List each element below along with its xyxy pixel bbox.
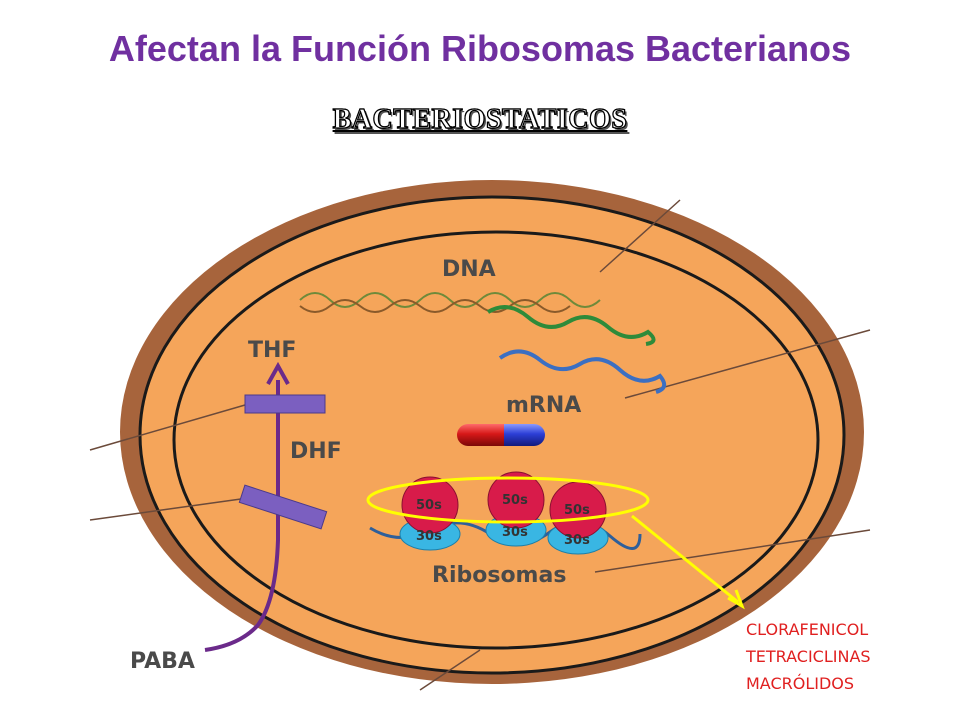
drug-item: TETRACICLINAS	[746, 647, 871, 666]
ribosome-small-label: 30s	[564, 533, 590, 548]
dna-strands	[299, 292, 601, 313]
ribosomes-label: Ribosomas	[432, 563, 566, 588]
page-title: Afectan la Función Ribosomas Bacterianos	[108, 28, 852, 69]
ribosome-small-label: 30s	[416, 529, 442, 544]
drug-capsule-icon	[457, 424, 545, 446]
highlight-pointer-arrowhead	[727, 589, 745, 610]
thf-arrow-head	[266, 361, 290, 385]
drug-item: CLORAFENICOL	[746, 620, 869, 639]
ribosome-highlight	[366, 476, 650, 524]
dna-label: DNA	[442, 257, 496, 282]
inner-membrane	[172, 230, 820, 650]
thf-label: THF	[248, 338, 296, 363]
ribosome-large-label: 50s	[502, 493, 528, 508]
drug-item: MACRÓLIDOS	[746, 674, 855, 693]
page-subtitle: BACTERIOSTATICOS	[332, 103, 628, 135]
ribosome-large-subunit	[487, 471, 545, 529]
ribosome-small-label: 30s	[502, 525, 528, 540]
ribosome-large-label: 50s	[564, 503, 590, 518]
paba-pathway-line	[204, 380, 280, 652]
dhf-label: DHF	[290, 439, 342, 464]
mrna-label: mRNA	[506, 393, 581, 418]
paba-label: PABA	[130, 649, 195, 674]
drug-list: CLORAFENICOL TETRACICLINAS MACRÓLIDOS	[746, 616, 871, 697]
highlight-pointer-line	[631, 514, 739, 604]
mrna-strand	[498, 349, 667, 394]
ribosome-large-label: 50s	[416, 498, 442, 513]
enzyme-block-upper	[244, 394, 326, 414]
dna-strand-green	[486, 305, 656, 346]
enzyme-block-lower	[238, 484, 328, 530]
